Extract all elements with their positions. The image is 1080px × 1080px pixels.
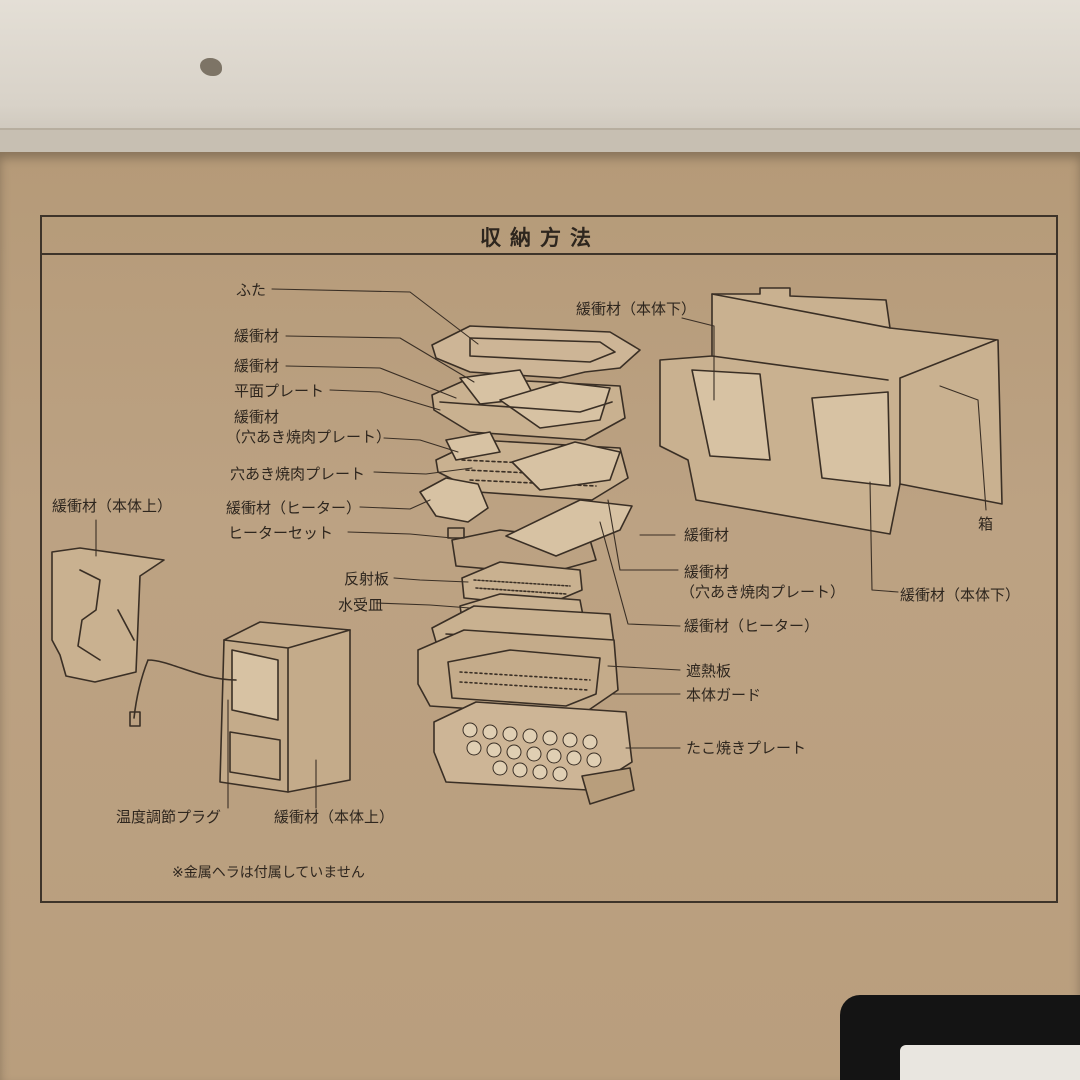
- label-lid: ふた: [236, 281, 267, 299]
- label-body-guard: 本体ガード: [686, 686, 762, 704]
- left-lower-cushion-illustration: [220, 622, 350, 792]
- lid-illustration: [432, 326, 640, 378]
- flap-edge: [0, 128, 1080, 156]
- body-guard-illustration: [418, 630, 618, 716]
- label-lower-cushion-top: 緩衝材（本体下）: [576, 300, 697, 318]
- white-paper-strip: [900, 1045, 1080, 1080]
- label-flat-plate: 平面プレート: [234, 382, 325, 400]
- footnote: ※金属ヘラは付属していません: [172, 865, 365, 881]
- diagram-header: [40, 215, 1058, 255]
- heater-set-illustration: [420, 478, 632, 574]
- label-temperature-plug: 温度調節プラグ: [116, 808, 222, 826]
- left-upper-cushion-illustration: [52, 548, 164, 682]
- label-right-cushion-perforated-2: （穴あき焼肉プレート）: [680, 583, 846, 601]
- reflector-illustration: [462, 562, 582, 606]
- label-cushion-perforated-2: （穴あき焼肉プレート）: [226, 428, 392, 446]
- label-cushion-perforated-1: 緩衝材: [234, 408, 280, 426]
- label-cushion-2: 緩衝材: [234, 357, 280, 375]
- label-lower-cushion-right: 緩衝材（本体下）: [900, 586, 1021, 604]
- label-reflector: 反射板: [344, 570, 390, 588]
- label-heater-set: ヒーターセット: [228, 524, 334, 542]
- label-water-tray: 水受皿: [338, 596, 384, 614]
- label-perforated-plate: 穴あき焼肉プレート: [230, 465, 366, 483]
- label-right-cushion: 緩衝材: [684, 526, 730, 544]
- label-upper-cushion-left: 緩衝材（本体上）: [52, 497, 173, 515]
- diagram-frame: [40, 215, 1058, 903]
- shipping-box-illustration: [660, 288, 1002, 534]
- label-box: 箱: [978, 515, 994, 533]
- takoyaki-plate-illustration: [434, 702, 634, 804]
- label-heat-shield: 遮熱板: [686, 662, 732, 680]
- label-cushion-heater: 緩衝材（ヒーター）: [226, 499, 362, 517]
- perforated-plate-illustration: [436, 432, 628, 500]
- leader-lines: [96, 289, 986, 808]
- flat-plate-illustration: [432, 370, 625, 440]
- label-right-cushion-perforated-1: 緩衝材: [684, 563, 730, 581]
- label-takoyaki-plate: たこ焼きプレート: [686, 739, 807, 757]
- label-upper-cushion-bottom: 緩衝材（本体上）: [274, 808, 395, 826]
- plug-cord: [134, 660, 236, 718]
- box-lid-flap: [0, 0, 1080, 150]
- label-right-cushion-heater: 緩衝材（ヒーター）: [684, 617, 820, 635]
- flap-hole: [200, 58, 222, 76]
- plug-head: [130, 712, 140, 726]
- label-cushion-1: 緩衝材: [234, 327, 280, 345]
- diagram-title: 収納方法: [480, 226, 600, 250]
